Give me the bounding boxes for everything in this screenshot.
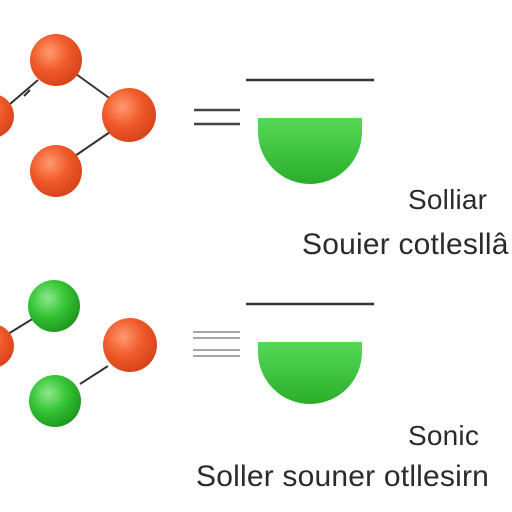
top-bond-1: [9, 79, 39, 105]
bottom-phrase-label: Soller souner otllesirn: [196, 460, 490, 493]
top-atom-4: [30, 145, 82, 197]
bottom-atom-4: [29, 375, 81, 427]
bottom-atom-3: [103, 318, 157, 372]
top-atom-1: [0, 95, 14, 137]
bottom-bond-2: [79, 365, 109, 385]
bottom-bond-1: [7, 317, 35, 335]
top-molecule: [0, 34, 156, 197]
top-atom-2: [30, 34, 82, 86]
bottom-vessel: [246, 302, 374, 404]
top-atom-3: [102, 88, 156, 142]
top-word-label: Solliar: [408, 184, 488, 215]
top-equals-sign: [194, 108, 240, 126]
top-vessel: [246, 78, 374, 184]
bottom-molecule: [0, 280, 157, 427]
top-bond-4: [23, 89, 31, 97]
bottom-equals-sign: [193, 331, 240, 357]
bottom-vessel-bowl: [258, 342, 362, 404]
bottom-bonds: [7, 317, 109, 385]
bottom-atom-1: [28, 280, 80, 332]
top-vessel-bowl: [258, 118, 362, 184]
top-bond-2: [75, 73, 113, 101]
top-bonds: [9, 73, 113, 159]
top-bond-3: [71, 131, 111, 159]
bottom-word-label: Sonic: [408, 420, 480, 451]
top-phrase-label: Souier cotlesllâ: [302, 228, 509, 261]
bottom-atom-2: [0, 325, 14, 367]
